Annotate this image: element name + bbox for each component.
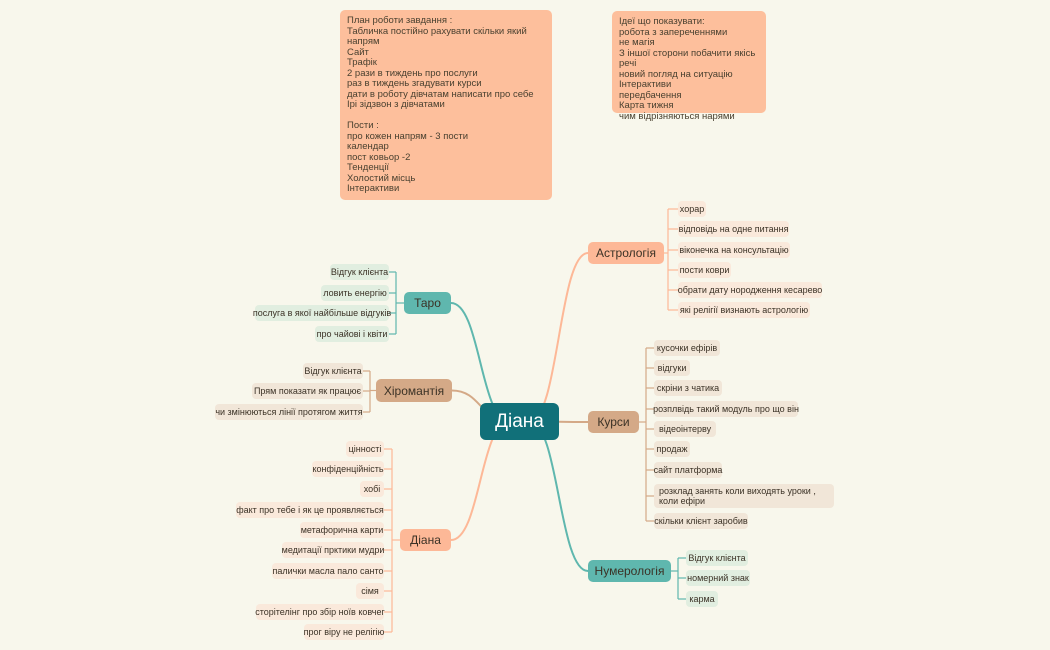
courses-item[interactable]: скільки клієнт заробив bbox=[654, 513, 748, 529]
branch-palmistry[interactable]: Хіромантія bbox=[376, 379, 452, 402]
astrology-item[interactable]: обрати дату нородження кесарево bbox=[678, 282, 822, 298]
diana-item[interactable]: прог віру не релігію bbox=[304, 624, 384, 640]
palmistry-item[interactable]: Відгук клієнта bbox=[303, 363, 363, 379]
branch-diana[interactable]: Діана bbox=[400, 529, 451, 551]
diana-item[interactable]: метафорична карти bbox=[300, 522, 384, 538]
courses-item[interactable]: кусочки ефірів bbox=[654, 340, 720, 356]
courses-item[interactable]: продаж bbox=[654, 441, 690, 457]
taro-item[interactable]: ловить енергію bbox=[321, 285, 389, 301]
courses-item[interactable]: розклад занять коли виходять уроки , кол… bbox=[654, 484, 834, 508]
numerology-item[interactable]: Відгук клієнта bbox=[686, 550, 748, 566]
palmistry-item[interactable]: чи змінюються лінії протягом життя bbox=[215, 404, 363, 420]
diana-item[interactable]: хобі bbox=[360, 481, 384, 497]
astrology-item[interactable]: які релігії визнають астрологію bbox=[678, 302, 810, 318]
diana-item[interactable]: палички масла пало санто bbox=[272, 563, 384, 579]
courses-item[interactable]: розплвідь такий модуль про що він bbox=[653, 401, 799, 417]
diana-item[interactable]: медитації прктики мудри bbox=[282, 542, 384, 558]
branch-astrology[interactable]: Астрологія bbox=[588, 242, 664, 264]
branch-courses[interactable]: Курси bbox=[588, 411, 639, 433]
courses-item[interactable]: сайт платформа bbox=[654, 462, 722, 478]
diana-item[interactable]: сімя bbox=[356, 583, 384, 599]
astrology-item[interactable]: пости коври bbox=[678, 262, 731, 278]
astrology-branch-line bbox=[529, 252, 589, 423]
branch-taro[interactable]: Таро bbox=[404, 292, 451, 314]
palmistry-item[interactable]: Прям показати як працює bbox=[252, 383, 363, 399]
astrology-item[interactable]: відповідь на одне питання bbox=[678, 221, 789, 237]
numerology-item[interactable]: номерний знак bbox=[686, 570, 750, 586]
courses-item[interactable]: відеоінтерву bbox=[654, 421, 716, 437]
plan-note: План роботи завдання : Табличка постійно… bbox=[340, 10, 552, 200]
ideas-note: Ідеї що показувати: робота з заперечення… bbox=[612, 11, 766, 121]
taro-item[interactable]: послуга в якої найбільше відгуків bbox=[253, 305, 391, 321]
taro-item[interactable]: про чайові і квіти bbox=[315, 326, 389, 342]
central-topic[interactable]: Діана bbox=[480, 403, 559, 440]
diana-item[interactable]: факт про тебе і як це проявляється bbox=[236, 502, 384, 518]
diana-item[interactable]: цінності bbox=[346, 441, 384, 457]
astrology-item[interactable]: віконечка на консультацію bbox=[678, 242, 790, 258]
courses-item[interactable]: відгуки bbox=[654, 360, 690, 376]
branch-numerology[interactable]: Нумерологія bbox=[588, 560, 671, 582]
taro-item[interactable]: Відгук клієнта bbox=[330, 264, 389, 280]
courses-item[interactable]: скріни з чатика bbox=[654, 380, 722, 396]
numerology-branch-line bbox=[529, 420, 589, 572]
diana-item[interactable]: сторітелінг про збір ноїв ковчег bbox=[255, 604, 385, 620]
numerology-item[interactable]: карма bbox=[686, 591, 718, 607]
diana-item[interactable]: конфіденційність bbox=[312, 461, 384, 477]
astrology-item[interactable]: хорар bbox=[678, 201, 706, 217]
